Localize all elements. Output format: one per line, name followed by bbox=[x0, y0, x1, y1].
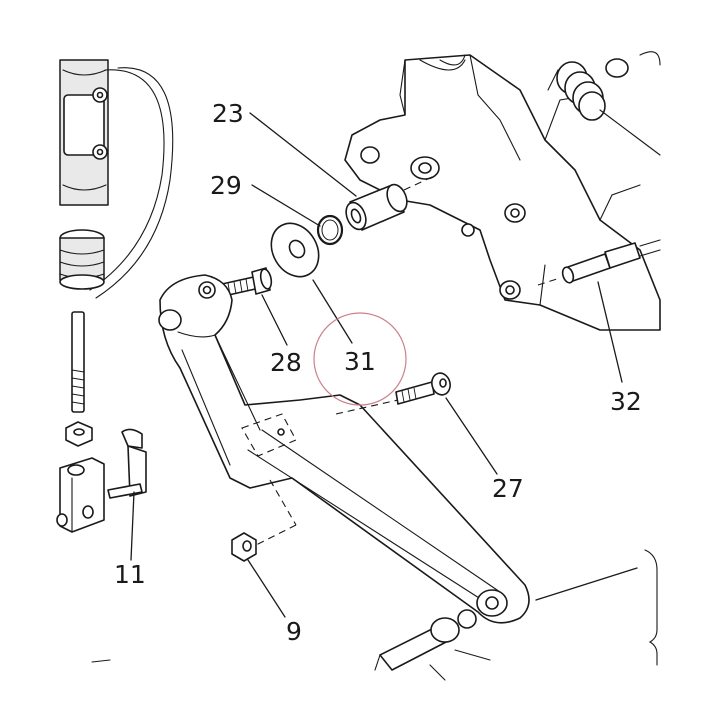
pedal-lever bbox=[158, 274, 530, 624]
callout-label-27: 27 bbox=[492, 474, 524, 503]
washer-part-31 bbox=[270, 222, 320, 278]
return-spring bbox=[547, 61, 661, 156]
footpeg-mount bbox=[91, 549, 658, 681]
callout-label-9: 9 bbox=[286, 617, 302, 646]
callout-label-23: 23 bbox=[212, 99, 244, 128]
left-column-assembly bbox=[56, 59, 174, 533]
callout-label-28: 28 bbox=[270, 348, 302, 377]
callout-label-31: 31 bbox=[344, 347, 376, 376]
frame-bracket bbox=[344, 51, 661, 331]
leader-lines bbox=[130, 112, 638, 618]
callout-label-29: 29 bbox=[210, 171, 242, 200]
screw-part-28 bbox=[221, 267, 273, 297]
callout-label-32: 32 bbox=[610, 387, 642, 416]
circlip-part-29 bbox=[316, 214, 344, 246]
highlight-circle bbox=[313, 312, 407, 406]
bushing-part-23 bbox=[345, 176, 433, 231]
cable-end-part-32 bbox=[537, 239, 661, 286]
bolt-part-27 bbox=[395, 372, 451, 405]
callout-label-11: 11 bbox=[114, 560, 146, 589]
nut-part-9 bbox=[231, 532, 257, 562]
